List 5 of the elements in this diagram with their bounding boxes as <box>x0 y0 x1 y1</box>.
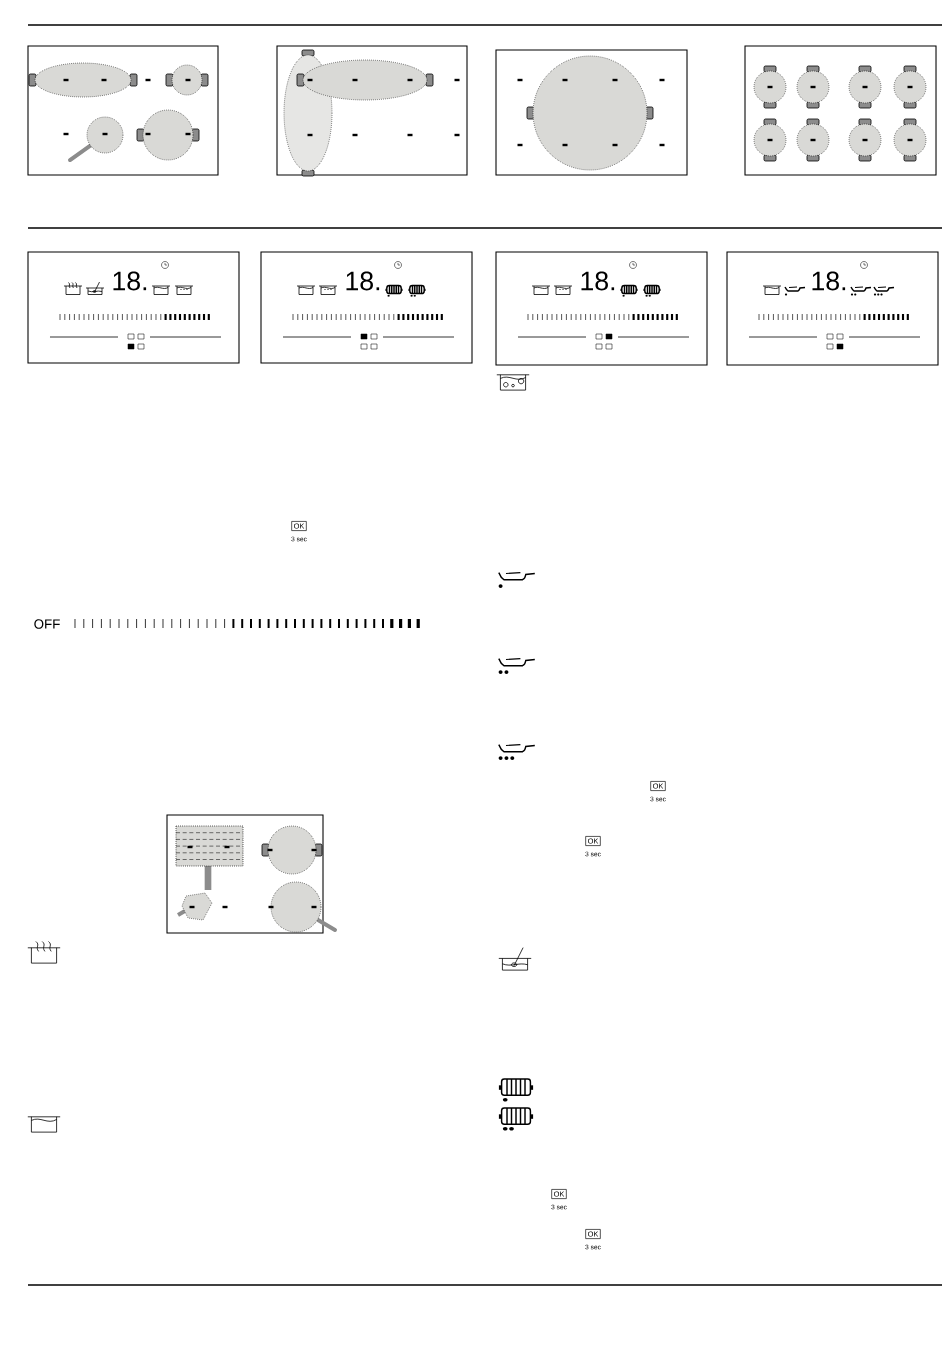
display-digits: 18. <box>113 271 147 291</box>
display-digits: 18. <box>346 271 380 291</box>
display-digits: 18. <box>581 271 615 291</box>
display-digits: 18. <box>812 271 846 291</box>
scale-label: OFF <box>34 619 60 629</box>
